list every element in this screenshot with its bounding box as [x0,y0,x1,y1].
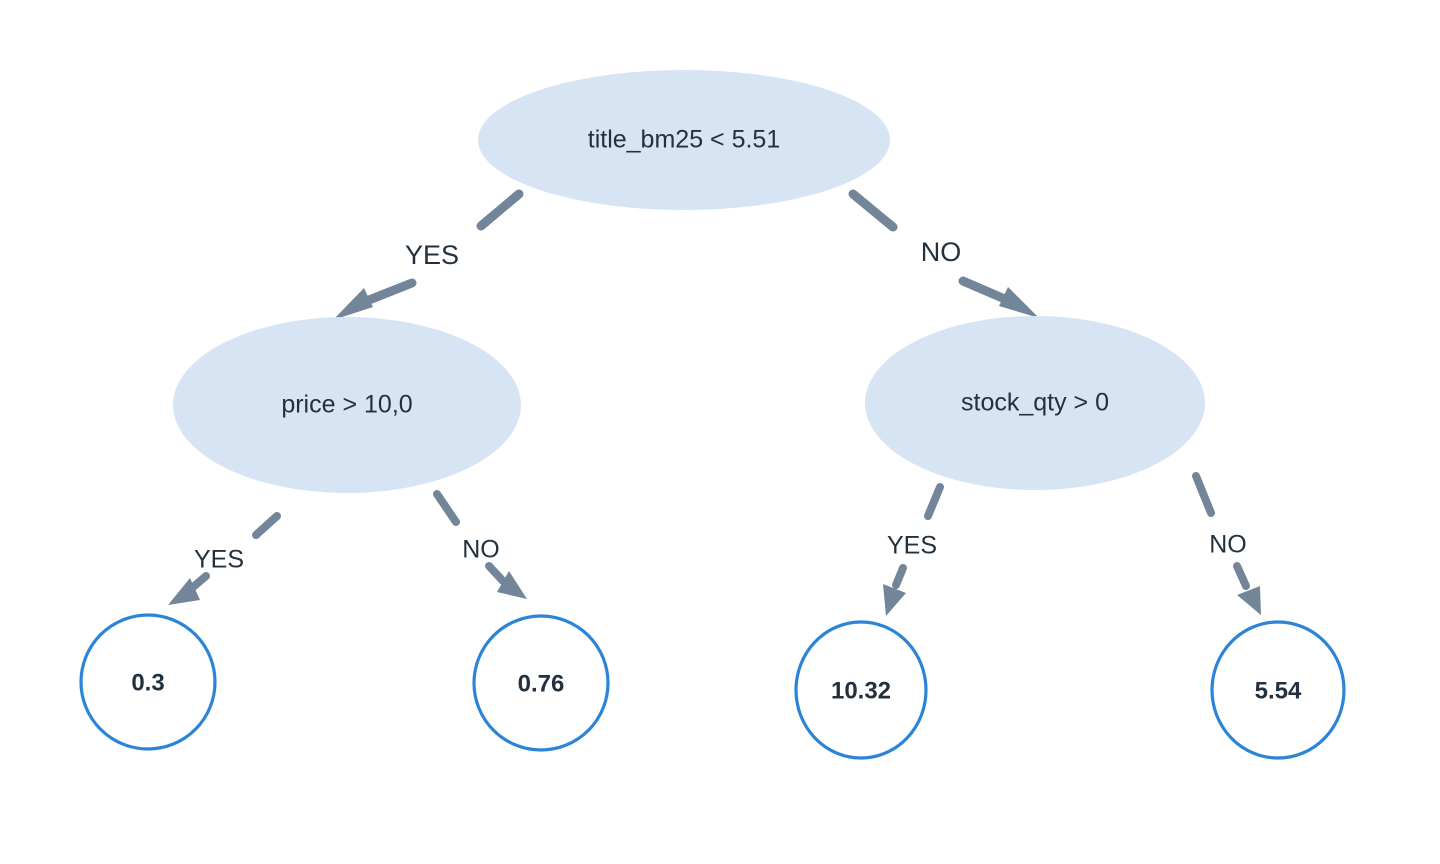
arrowhead-icon [497,571,527,599]
leaf-node-4-label: 5.54 [1255,677,1302,704]
edge-segment-lower [892,564,907,589]
leaf-node-3-label: 10.32 [831,677,891,704]
leaf-node-2[interactable]: 0.76 [472,614,610,752]
edge-root-to-left-branch: YES [333,189,524,320]
node-right-branch[interactable]: stock_qty > 0 [865,316,1205,490]
node-left-branch-label: price > 10,0 [281,391,412,419]
leaf-node-2-shape[interactable] [472,614,610,752]
node-root-label: title_bm25 < 5.51 [588,126,781,154]
edge-segment-upper [433,490,460,526]
leaf-node-3-shape[interactable] [794,620,928,760]
edge-right-branch-to-leaf-3: YES [883,483,944,616]
edge-label-no: NO [1209,531,1247,559]
leaf-node-1[interactable]: 0.3 [79,613,217,751]
edge-segment-upper [1192,472,1215,517]
arrowhead-icon [333,288,373,320]
edge-segment-lower [1233,562,1250,590]
edge-label-no: NO [462,536,500,564]
node-right-branch-shape[interactable] [865,316,1205,490]
edge-label-yes: YES [887,532,937,560]
node-right-branch-label: stock_qty > 0 [961,389,1109,417]
leaf-node-4[interactable]: 5.54 [1210,620,1346,760]
edge-segment-upper [476,189,524,231]
arrowhead-icon [168,578,200,605]
edge-segment-lower [485,562,507,585]
edge-root-to-right-branch: NO [848,189,1039,318]
node-root[interactable]: title_bm25 < 5.51 [478,70,890,210]
edge-segment-lower [188,572,210,592]
edge-segment-upper [848,189,898,232]
edge-label-yes: YES [194,546,244,574]
edge-label-no: NO [921,237,962,267]
leaf-node-1-shape[interactable] [79,613,217,751]
arrowhead-icon [1237,586,1261,615]
leaf-node-2-label: 0.76 [518,670,565,697]
node-root-shape[interactable] [478,70,890,210]
edge-segment-upper [924,483,944,520]
edge-segment-lower [958,276,1012,305]
arrowhead-icon [999,287,1039,318]
leaf-node-1-label: 0.3 [131,669,164,696]
edge-left-branch-to-leaf-2: NO [433,490,527,599]
node-left-branch-shape[interactable] [173,317,521,493]
arrowhead-icon [883,584,906,616]
node-left-branch[interactable]: price > 10,0 [173,317,521,493]
leaf-node-3[interactable]: 10.32 [794,620,928,760]
edge-left-branch-to-leaf-1: YES [168,512,281,605]
edge-segment-lower [359,278,417,307]
edge-segment-upper [252,512,281,539]
edge-right-branch-to-leaf-4: NO [1192,472,1261,615]
leaf-node-4-shape[interactable] [1210,620,1346,760]
edge-label-yes: YES [405,240,459,270]
